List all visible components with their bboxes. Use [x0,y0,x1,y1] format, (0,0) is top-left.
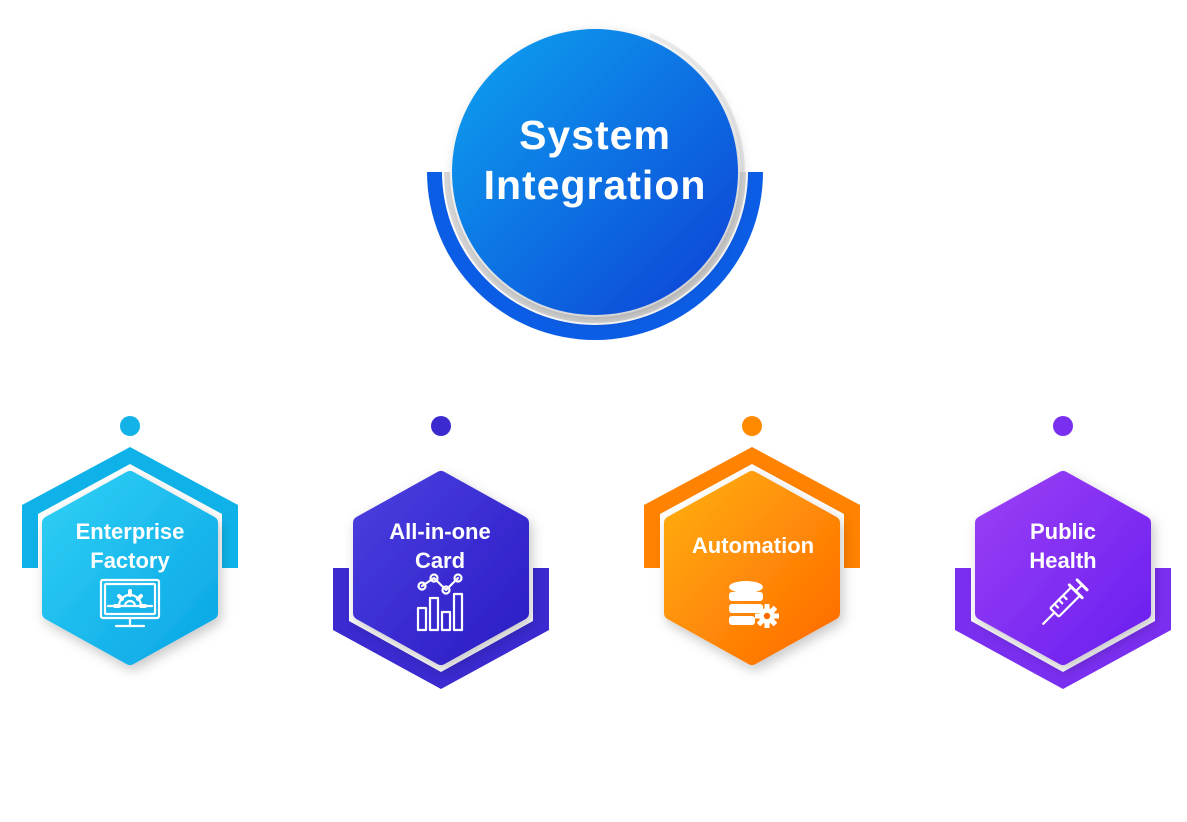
card-label-line-1: Enterprise [75,519,185,544]
card-label-line-1: Public [1029,519,1096,544]
card-dot [431,416,451,436]
card-hexagon [42,471,218,665]
card-bracket-top [644,447,860,568]
card-bracket-top [22,447,238,568]
center-ring-shadow [444,171,746,323]
monitor-gear-icon [99,578,161,628]
bar-chart-icon [416,573,464,632]
card-label-line-1: Automation [691,533,815,558]
card-label-public-health: Public Health [978,517,1148,575]
center-title-line-2: Integration [483,162,707,208]
syringe-icon [1042,578,1089,625]
database-gear-icon [729,581,779,628]
center-circle [452,29,738,315]
card-label-line-2: Health [1029,548,1097,573]
card-hexagon [975,471,1151,665]
card-bracket-bottom [955,568,1171,689]
card-label-automation: Automation [668,531,838,560]
card-hexagon [664,471,840,665]
card-label-enterprise-factory: Enterprise Factory [45,517,215,575]
card-dot [120,416,140,436]
card-dot [742,416,762,436]
card-label-line-2: Card [414,548,466,573]
card-hexagon [353,471,529,665]
card-label-line-1: All-in-one [389,519,491,544]
center-title: System Integration [445,110,745,210]
center-highlight-arc [649,33,745,173]
card-bracket-bottom [333,568,549,689]
card-label-all-in-one-card: All-in-one Card [355,517,525,575]
card-label-line-2: Factory [90,548,170,573]
card-dot [1053,416,1073,436]
center-title-line-1: System [519,112,671,158]
